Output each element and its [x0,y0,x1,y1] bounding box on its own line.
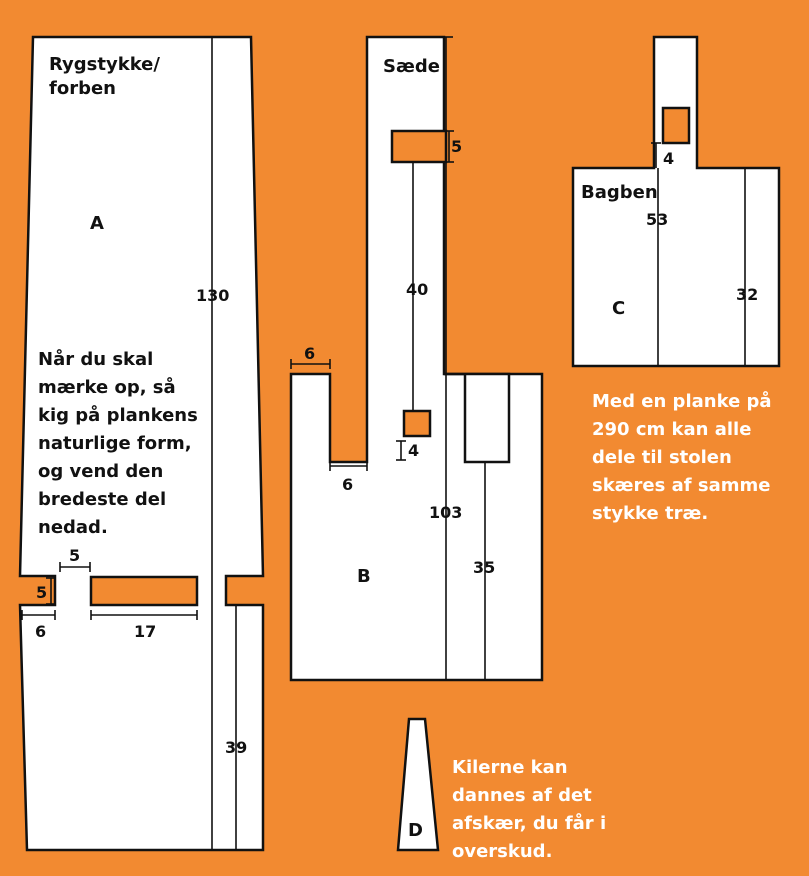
piece-c-shape [571,35,781,368]
piece-c-name: Bagben [581,182,658,203]
piece-a-shape [18,35,265,852]
piece-c-letter: C [612,298,625,319]
piece-b-shape [289,35,544,682]
piece-b-dim-gap: 40 [406,280,428,299]
piece-b-dim-right: 35 [473,558,495,577]
piece-b-right-notch [444,372,511,464]
piece-b-small-slot [402,409,432,438]
piece-b-dim-prong: 6 [304,344,315,363]
piece-b-dim-prong-gap: 6 [342,475,353,494]
piece-d-shape [396,717,440,852]
piece-b-dim-top-slot: 5 [451,137,462,156]
note-marking: Når du skal mærke op, så kig på plankens… [38,349,198,538]
piece-b-name: Sæde [383,56,440,77]
piece-a-dim-length: 130 [196,286,229,305]
piece-a-dim-notch-depth: 5 [36,583,47,602]
piece-b-dim-length: 103 [429,503,462,522]
piece-b-dim-small: 4 [408,441,419,460]
piece-a-letter: A [90,213,104,234]
piece-c-slot [661,106,691,145]
piece-c-dim-tab: 4 [663,149,674,168]
piece-c-dim-length: 53 [646,210,668,229]
piece-a-dim-notch-width: 5 [69,546,80,565]
piece-a-name: Rygstykke/forben [49,54,160,99]
piece-a-dim-left: 6 [35,622,46,641]
piece-a-slot [89,575,199,607]
piece-b-top-slot [390,129,448,164]
note-plank: Med en planke på 290 cm kan alle dele ti… [592,391,772,524]
note-wedges: Kilerne kan dannes af det afskær, du får… [452,757,607,862]
piece-a-dim-slot: 17 [134,622,156,641]
piece-a-dim-lower: 39 [225,738,247,757]
piece-c-dim-side: 32 [736,285,758,304]
piece-d-letter: D [408,820,423,841]
piece-b-letter: B [357,566,371,587]
